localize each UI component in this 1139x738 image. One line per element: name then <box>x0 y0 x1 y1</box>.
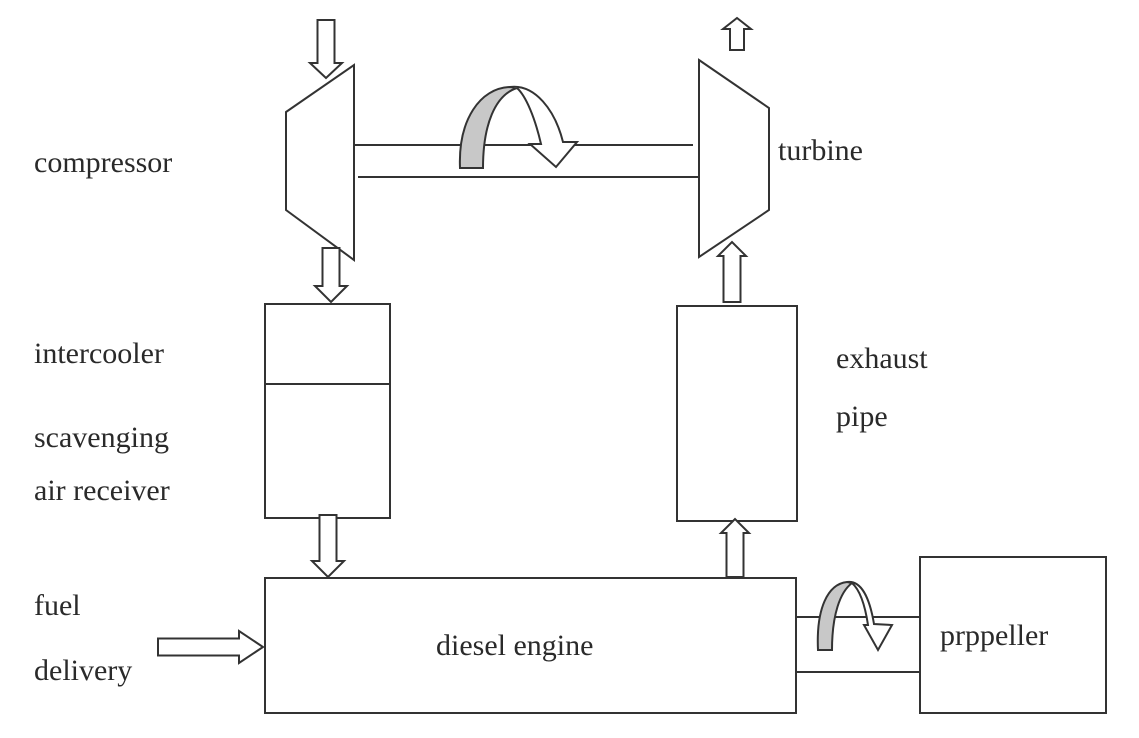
compressor-label: compressor <box>34 146 172 179</box>
exhaust-pipe-box <box>676 305 798 522</box>
intercooler-to-engine-arrow-icon <box>309 514 347 579</box>
exhaust-label-line2: pipe <box>836 400 888 433</box>
fuel-delivery-arrow-icon <box>157 629 265 665</box>
engine-label: diesel engine <box>436 629 593 662</box>
propeller-box <box>919 556 1107 714</box>
propeller-label: prppeller <box>940 619 1048 652</box>
diesel-engine-box <box>264 577 797 714</box>
exhaust-label-line1: exhaust <box>836 342 928 375</box>
compressor-shape <box>285 63 355 262</box>
compressor-to-intercooler-arrow-icon <box>312 247 350 304</box>
turbo-rotation-arrow-icon <box>458 85 580 169</box>
intercooler-label: intercooler <box>34 337 164 370</box>
turbine-label: turbine <box>778 134 863 167</box>
scavenging-label-line1: scavenging <box>34 421 169 454</box>
fuel-label-line1: fuel <box>34 589 81 622</box>
engine-to-exhaust-arrow-icon <box>718 517 752 578</box>
intercooler-box <box>264 303 391 519</box>
fuel-label-line2: delivery <box>34 654 132 687</box>
turbine-shape <box>698 58 770 259</box>
propeller-rotation-arrow-icon <box>816 580 894 653</box>
turbine-outlet-arrow-icon <box>720 16 754 51</box>
scavenging-label-line2: air receiver <box>34 474 170 507</box>
exhaust-to-turbine-arrow-icon <box>715 240 749 303</box>
air-inlet-arrow-icon <box>307 19 345 80</box>
